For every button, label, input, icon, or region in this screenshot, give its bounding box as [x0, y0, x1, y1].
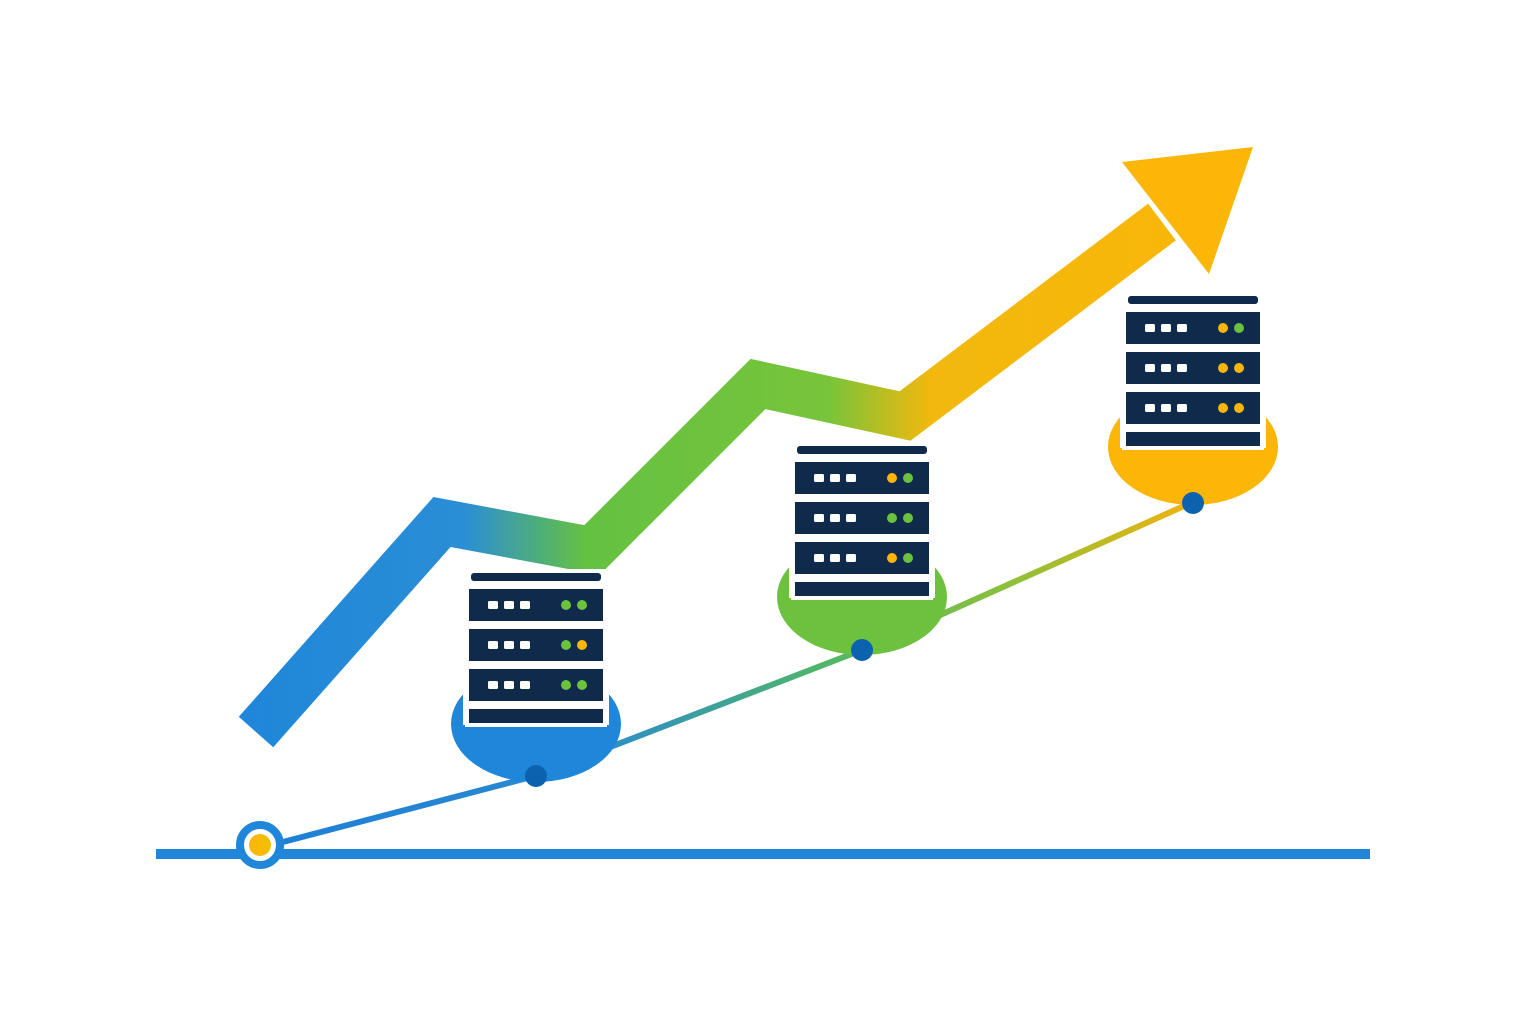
server-cap: [471, 573, 601, 581]
drive-slot: [504, 681, 514, 689]
drive-slot: [504, 601, 514, 609]
server-unit: [469, 589, 603, 621]
drive-slot: [1177, 404, 1187, 412]
status-led: [903, 513, 913, 523]
status-led: [903, 473, 913, 483]
server-unit: [795, 542, 929, 574]
server-base: [1122, 428, 1264, 450]
status-led: [1234, 363, 1244, 373]
drive-slot: [830, 554, 840, 562]
status-led: [561, 640, 571, 650]
server-unit: [469, 629, 603, 661]
drive-slot: [846, 514, 856, 522]
connection-node: [1182, 492, 1204, 514]
drive-slot: [1161, 324, 1171, 332]
server-rack-1-icon: [451, 569, 621, 787]
status-led: [577, 680, 587, 690]
drive-slot: [520, 681, 530, 689]
status-led: [1234, 323, 1244, 333]
status-led: [1218, 403, 1228, 413]
status-led: [887, 473, 897, 483]
growth-arrow-icon: [238, 147, 1253, 748]
drive-slot: [1145, 404, 1155, 412]
server-unit: [1126, 352, 1260, 384]
status-led: [887, 553, 897, 563]
drive-slot: [1161, 404, 1171, 412]
status-led: [577, 640, 587, 650]
status-led: [1234, 403, 1244, 413]
connection-node: [851, 639, 873, 661]
status-led: [577, 600, 587, 610]
drive-slot: [1161, 364, 1171, 372]
drive-slot: [1177, 364, 1187, 372]
drive-slot: [520, 601, 530, 609]
server-unit: [795, 462, 929, 494]
drive-slot: [814, 554, 824, 562]
drive-slot: [814, 474, 824, 482]
drive-slot: [520, 641, 530, 649]
server-cap: [1128, 296, 1258, 304]
server-base: [791, 578, 933, 600]
status-led: [561, 680, 571, 690]
status-led: [887, 513, 897, 523]
drive-slot: [1145, 364, 1155, 372]
drive-slot: [488, 601, 498, 609]
server-rack-3-icon: [1108, 292, 1278, 514]
drive-slot: [846, 554, 856, 562]
trend-line: [259, 499, 1195, 851]
connection-node: [525, 765, 547, 787]
server-unit: [1126, 392, 1260, 424]
server-rack-2-icon: [777, 442, 947, 661]
drive-slot: [1145, 324, 1155, 332]
drive-slot: [504, 641, 514, 649]
drive-slot: [1177, 324, 1187, 332]
status-led: [561, 600, 571, 610]
server-unit: [469, 669, 603, 701]
server-unit: [1126, 312, 1260, 344]
server-unit: [795, 502, 929, 534]
drive-slot: [830, 514, 840, 522]
server-base: [465, 705, 607, 727]
drive-slot: [814, 514, 824, 522]
status-led: [1218, 363, 1228, 373]
drive-slot: [846, 474, 856, 482]
status-led: [903, 553, 913, 563]
drive-slot: [830, 474, 840, 482]
status-led: [1218, 323, 1228, 333]
server-cap: [797, 446, 927, 454]
drive-slot: [488, 641, 498, 649]
drive-slot: [488, 681, 498, 689]
origin-node: [236, 821, 284, 869]
